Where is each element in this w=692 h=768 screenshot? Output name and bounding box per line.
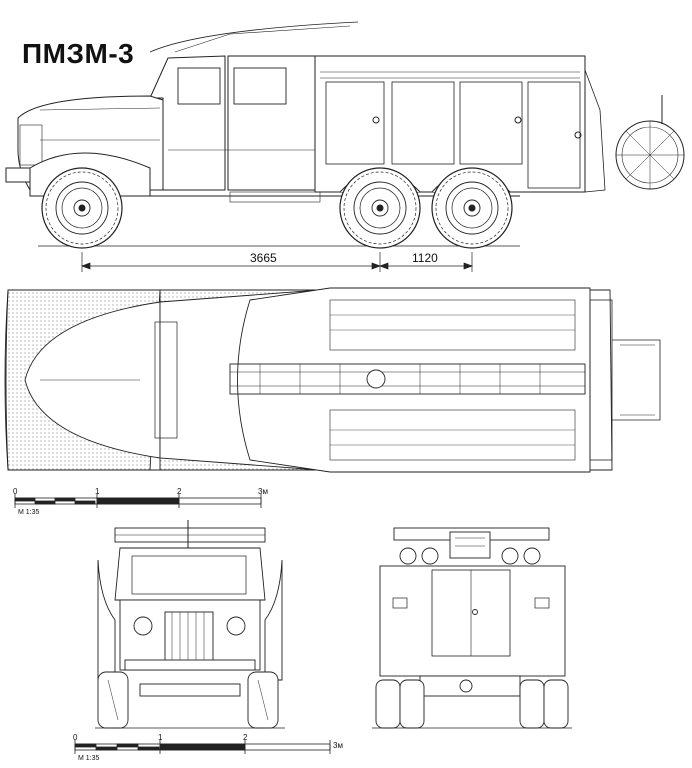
scale-top-label: М 1:35 [18, 509, 40, 516]
scale-bar-bottom [74, 740, 331, 754]
scale-bottom-tick-1: 1 [158, 733, 163, 742]
scale-bottom-unit: 3м [333, 741, 343, 750]
top-view [4, 287, 661, 473]
scale-top-tick-2: 2 [177, 487, 182, 496]
scale-bar-top [14, 494, 262, 508]
scale-top-tick-0: 0 [13, 487, 18, 496]
wheelbase-dimension [81, 252, 473, 272]
scale-top-tick-1: 1 [95, 487, 100, 496]
scale-bottom-tick-2: 2 [243, 733, 248, 742]
front-view [95, 520, 285, 729]
axle-spacing-label: 1120 [412, 251, 438, 265]
scale-bottom-label: М 1:35 [78, 755, 100, 762]
wheelbase-label: 3665 [250, 251, 277, 265]
scale-bottom-tick-0: 0 [73, 733, 78, 742]
scale-top-unit: 3м [258, 487, 268, 496]
side-view [5, 21, 685, 249]
drawing-title: ПМЗМ-3 [22, 38, 135, 69]
rear-view [372, 527, 572, 729]
